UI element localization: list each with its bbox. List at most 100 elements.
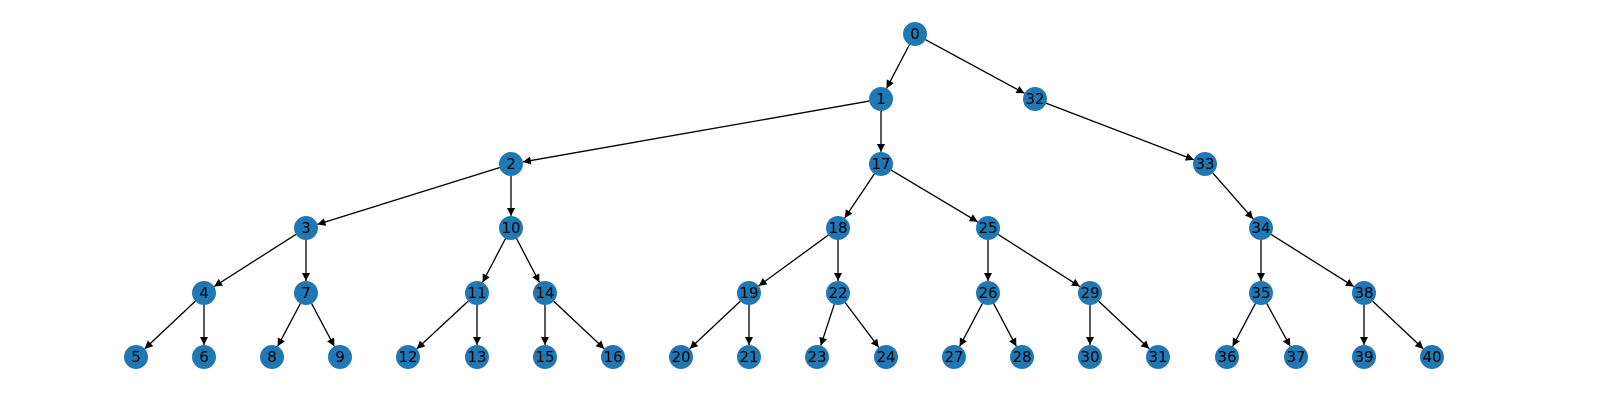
node-label: 2 (506, 155, 516, 173)
edge-32-33 (1045, 102, 1195, 161)
edge-34-38 (1270, 233, 1355, 288)
node-40: 40 (1420, 345, 1444, 369)
node-circle (192, 345, 216, 369)
node-label: 36 (1217, 348, 1236, 366)
node-label: 29 (1080, 284, 1099, 302)
node-label: 28 (1012, 348, 1031, 366)
node-6: 6 (192, 345, 216, 369)
node-5: 5 (124, 345, 148, 369)
node-label: 25 (978, 219, 997, 237)
node-circle (260, 345, 284, 369)
node-circle (533, 281, 557, 305)
node-label: 12 (398, 348, 417, 366)
edge-10-11 (481, 238, 507, 283)
node-label: 9 (335, 348, 345, 366)
node-30: 30 (1078, 345, 1102, 369)
node-7: 7 (294, 281, 318, 305)
node-label: 26 (978, 284, 997, 302)
edge-26-27 (959, 303, 983, 347)
node-circle (874, 345, 898, 369)
node-16: 16 (601, 345, 625, 369)
node-circle (1078, 345, 1102, 369)
node-label: 20 (671, 348, 690, 366)
node-circle (826, 281, 850, 305)
edge-3-4 (213, 233, 297, 288)
node-circle (499, 152, 523, 176)
node-17: 17 (869, 152, 893, 176)
edge-25-29 (997, 233, 1081, 288)
node-circle (1249, 216, 1273, 240)
edge-38-40 (1372, 300, 1424, 350)
node-label: 0 (910, 25, 920, 43)
node-circle (1078, 281, 1102, 305)
node-circle (737, 281, 761, 305)
node-label: 16 (603, 348, 622, 366)
edge-1-2 (522, 100, 870, 165)
node-27: 27 (942, 345, 966, 369)
edge-4-5 (144, 300, 196, 350)
node-circle (805, 345, 829, 369)
node-circle (826, 216, 850, 240)
node-label: 13 (467, 348, 486, 366)
node-label: 23 (807, 348, 826, 366)
node-label: 18 (828, 219, 847, 237)
node-circle (294, 216, 318, 240)
edge-18-19 (758, 234, 829, 287)
node-32: 32 (1023, 87, 1047, 111)
node-label: 27 (944, 348, 963, 366)
node-1: 1 (869, 87, 893, 111)
edge-14-16 (553, 300, 605, 350)
node-39: 39 (1352, 345, 1376, 369)
node-9: 9 (328, 345, 352, 369)
node-33: 33 (1193, 152, 1217, 176)
node-circle (1352, 345, 1376, 369)
node-label: 24 (876, 348, 895, 366)
node-label: 4 (199, 284, 209, 302)
node-circle (903, 22, 927, 46)
edge-26-28 (993, 303, 1017, 347)
node-label: 38 (1354, 284, 1373, 302)
node-21: 21 (737, 345, 761, 369)
node-24: 24 (874, 345, 898, 369)
node-22: 22 (826, 281, 850, 305)
node-12: 12 (396, 345, 420, 369)
node-circle (1010, 345, 1034, 369)
node-14: 14 (533, 281, 557, 305)
node-2: 2 (499, 152, 523, 176)
node-circle (1193, 152, 1217, 176)
node-label: 31 (1148, 348, 1167, 366)
node-15: 15 (533, 345, 557, 369)
node-29: 29 (1078, 281, 1102, 305)
node-circle (328, 345, 352, 369)
node-label: 22 (828, 284, 847, 302)
edge-0-1 (885, 44, 911, 89)
node-label: 15 (535, 348, 554, 366)
node-19: 19 (737, 281, 761, 305)
node-10: 10 (499, 216, 523, 240)
node-circle (976, 281, 1000, 305)
node-20: 20 (669, 345, 693, 369)
node-label: 35 (1251, 284, 1270, 302)
node-circle (499, 216, 523, 240)
node-circle (669, 345, 693, 369)
edge-35-37 (1266, 303, 1291, 347)
node-label: 14 (535, 284, 554, 302)
node-34: 34 (1249, 216, 1273, 240)
node-label: 1 (876, 90, 886, 108)
node-18: 18 (826, 216, 850, 240)
node-label: 5 (131, 348, 141, 366)
node-label: 7 (301, 284, 311, 302)
node-35: 35 (1249, 281, 1273, 305)
node-label: 37 (1286, 348, 1305, 366)
node-3: 3 (294, 216, 318, 240)
node-circle (1215, 345, 1239, 369)
node-label: 17 (871, 155, 890, 173)
node-label: 32 (1025, 90, 1044, 108)
node-13: 13 (465, 345, 489, 369)
node-circle (1284, 345, 1308, 369)
node-label: 30 (1080, 348, 1099, 366)
node-31: 31 (1146, 345, 1170, 369)
edge-19-20 (689, 300, 741, 350)
node-circle (396, 345, 420, 369)
